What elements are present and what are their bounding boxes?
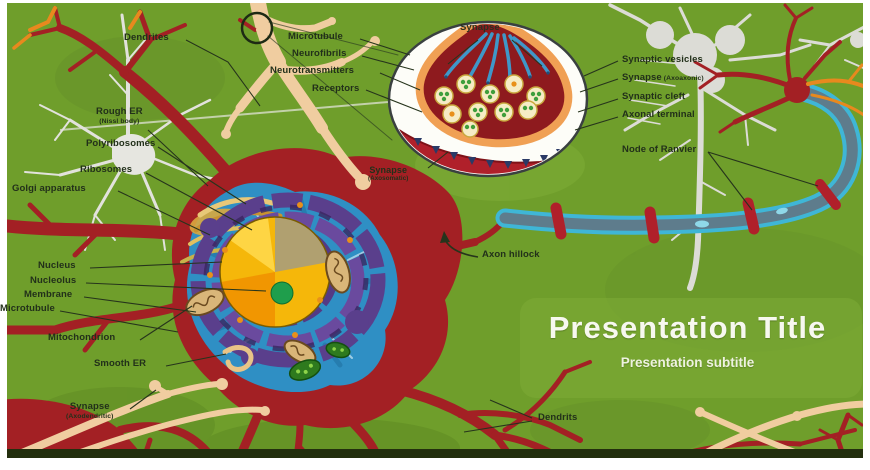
nodes-of-ranvier [550, 179, 841, 244]
magnifier-circle-marker [238, 11, 399, 141]
nucleus-graphic [219, 216, 331, 328]
label-synaptic-cleft: Synaptic cleft [622, 91, 686, 102]
label-synapse-axodendritic: Synapse (Axodendritic) [66, 401, 114, 421]
cell-body [180, 182, 398, 393]
tan-neuron-bottom [21, 378, 270, 449]
axon-graphic [495, 82, 862, 244]
presentation-subtitle: Presentation subtitle [620, 355, 755, 370]
green-organelles [288, 341, 351, 381]
bottom-strip [7, 449, 863, 458]
red-neuron-topright [693, 3, 863, 134]
label-membrane: Membrane [24, 289, 73, 300]
orange-tips [12, 6, 142, 50]
label-receptors: Receptors [312, 83, 360, 94]
label-lines [59, 38, 819, 433]
label-ribosomes: Ribosomes [80, 164, 133, 175]
label-synapse-axosomatic: Synapse (Axosomatic) [368, 165, 408, 182]
label-polyribosomes: Polyribosomes [86, 138, 156, 149]
label-axon-hillock: Axon hillock [482, 249, 540, 260]
label-synapse-axoaxonic: Synapse(Axoaxonic) [622, 72, 704, 84]
label-microtubule-top: Microtubule [288, 31, 343, 42]
bottom-right-branches [692, 400, 863, 449]
glial-fiber [59, 97, 436, 131]
label-nucleus: Nucleus [38, 260, 76, 271]
title-block: Presentation Title Presentation subtitle [515, 310, 860, 370]
tan-neuron-top [221, 3, 380, 190]
label-microtubule-left: Microtubule [0, 303, 55, 314]
label-synaptic-vesicles: Synaptic vesicles [622, 54, 703, 65]
label-dendrits-bottom: Dendrits [538, 412, 578, 423]
label-golgi-apparatus: Golgi apparatus [12, 183, 86, 194]
label-smooth-er: Smooth ER [94, 358, 147, 369]
label-axonal-terminal: Axonal terminal [622, 109, 695, 120]
smooth-er-graphic [222, 345, 254, 372]
title-panel [520, 298, 862, 398]
label-dendrites-top: Dendrites [124, 32, 169, 43]
mitochondria [185, 250, 351, 365]
label-synapse-axoaxonic-sub: (Axoaxonic) [663, 75, 704, 82]
label-synapse-axosomatic-sub: (Axosomatic) [368, 175, 409, 183]
label-synapse-axoaxonic-main: Synapse [622, 72, 662, 83]
synaptic-vesicles-graphic [434, 74, 546, 138]
label-synapse-axodendritic-sub: (Axodendritic) [66, 412, 114, 420]
label-node-of-ranvier: Node of Ranvier [622, 144, 697, 155]
label-mitochondrion: Mitochondrion [48, 332, 116, 343]
label-neurofibrils: Neurofibrils [292, 48, 347, 59]
ribosome-dots [207, 202, 353, 338]
label-rough-er-main: Rough ER [96, 106, 143, 117]
label-nucleolus: Nucleolus [30, 275, 77, 286]
presentation-title: Presentation Title [548, 310, 827, 345]
label-synapse-axosomatic-main: Synapse [369, 165, 408, 175]
label-synapse-axodendritic-main: Synapse [69, 401, 110, 412]
nucleolus-graphic [270, 281, 294, 305]
label-rough-er: Rough ER (Nissl body) [96, 106, 143, 126]
label-synapse-inset: Synapse [460, 22, 500, 33]
label-rough-er-sub: (Nissl body) [99, 117, 140, 125]
label-neurotransmitters: Neurotransmitters [270, 65, 355, 76]
